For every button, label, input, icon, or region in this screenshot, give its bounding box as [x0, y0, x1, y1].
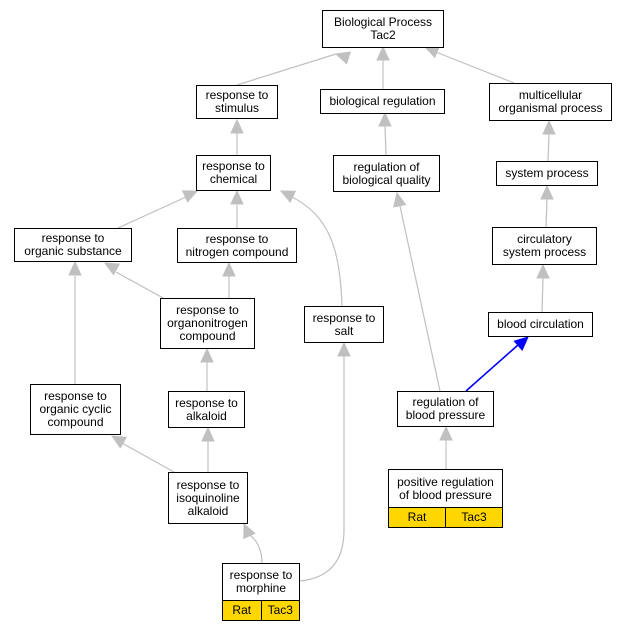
arrowhead-icon [378, 111, 392, 127]
node-label: response to alkaloid [175, 395, 238, 423]
arrowhead-icon [439, 425, 453, 441]
node-label: regulation of biological quality [342, 159, 431, 187]
node-label: regulation of blood pressure [405, 395, 486, 422]
node-positive-regulation-of-blood-pressure[interactable]: positive regulation of blood pressure Ra… [388, 469, 503, 528]
node-blood-circulation[interactable]: blood circulation [488, 312, 593, 337]
node-response-to-organonitrogen-compound[interactable]: response to organonitrogen compound [160, 298, 255, 349]
node-label: biological regulation [329, 94, 436, 108]
node-label: response to isoquinoline alkaloid [176, 477, 240, 518]
node-label: response to stimulus [205, 88, 269, 115]
node-biological-regulation[interactable]: biological regulation [320, 89, 445, 114]
arrowhead-icon [393, 191, 407, 208]
species-tag: Rat [223, 601, 261, 620]
node-regulation-of-blood-pressure[interactable]: regulation of blood pressure [397, 391, 494, 427]
node-label: response to morphine [229, 568, 293, 595]
edge-morphine-to-isoquinoline [249, 534, 263, 564]
node-biological-process-tac2[interactable]: Biological Process Tac2 [322, 10, 444, 48]
arrowhead-icon [279, 190, 297, 203]
gene-tag: Tac3 [260, 601, 299, 620]
edge-salt-to-chemical [289, 195, 343, 307]
node-label: blood circulation [497, 317, 584, 331]
arrowhead-icon [181, 190, 199, 203]
edge-multicellular-to-root [435, 51, 515, 84]
edge-organic-substance-to-chemical [117, 196, 187, 229]
node-label: positive regulation of blood pressure [397, 474, 494, 502]
arrowhead-icon [201, 426, 215, 442]
node-label: Biological Process Tac2 [333, 15, 433, 42]
arrowhead-icon [337, 341, 351, 357]
arrowhead-icon [243, 522, 256, 540]
species-gene-tags: Rat Tac3 [389, 507, 502, 527]
node-label: system process [505, 166, 589, 180]
arrowhead-icon [103, 262, 121, 276]
edge-morphine-to-salt [299, 356, 345, 582]
arrowhead-icon [376, 45, 390, 61]
edge-stimulus-to-root [236, 53, 337, 86]
arrowhead-icon [230, 118, 244, 134]
arrowhead-icon [222, 261, 236, 277]
edge-bp-regulation-to-bioquality [399, 205, 441, 392]
node-label: response to organonitrogen compound [167, 303, 248, 343]
node-label: response to chemical [202, 159, 265, 186]
arrowhead-icon [110, 435, 128, 449]
edge-bioquality-to-bioreg [384, 125, 387, 156]
node-response-to-nitrogen-compound[interactable]: response to nitrogen compound [177, 228, 297, 263]
node-response-to-chemical[interactable]: response to chemical [196, 155, 271, 191]
edge-isoquinoline-to-organic-cyclic [121, 442, 175, 473]
arrowhead-icon [230, 189, 244, 205]
arrowhead-icon [540, 184, 554, 200]
node-response-to-alkaloid[interactable]: response to alkaloid [168, 391, 245, 428]
species-tag: Rat [389, 508, 445, 527]
edge-blood-circulation-to-circulatory [541, 277, 544, 313]
node-label: response to salt [312, 310, 376, 338]
node-response-to-organic-cyclic-compound[interactable]: response to organic cyclic compound [30, 384, 121, 435]
edge-bp-regulation-to-blood-circulation [465, 344, 519, 392]
node-multicellular-organismal-process[interactable]: multicellular organismal process [489, 83, 612, 121]
arrowhead-icon [542, 119, 556, 135]
edge-system-to-multicellular [547, 133, 550, 162]
arrowhead-icon [68, 260, 82, 276]
node-response-to-isoquinoline-alkaloid[interactable]: response to isoquinoline alkaloid [168, 472, 248, 524]
node-label: response to organic cyclic compound [39, 389, 112, 429]
node-response-to-organic-substance[interactable]: response to organic substance [14, 228, 132, 262]
gene-tag: Tac3 [445, 508, 502, 527]
node-circulatory-system-process[interactable]: circulatory system process [492, 227, 597, 265]
node-response-to-morphine[interactable]: response to morphine Rat Tac3 [222, 563, 300, 621]
edge-circulatory-to-system [545, 198, 548, 228]
node-label: circulatory system process [502, 232, 587, 259]
arrowhead-icon [536, 263, 550, 279]
node-regulation-of-biological-quality[interactable]: regulation of biological quality [333, 155, 440, 192]
node-response-to-salt[interactable]: response to salt [304, 306, 384, 343]
node-label: response to nitrogen compound [185, 231, 289, 259]
arrowhead-icon [200, 347, 214, 363]
species-gene-tags: Rat Tac3 [223, 600, 299, 620]
arrowhead-icon [513, 336, 529, 352]
edge-organonitrogen-to-organic-substance [115, 271, 164, 299]
node-response-to-stimulus[interactable]: response to stimulus [196, 85, 278, 119]
node-system-process[interactable]: system process [496, 161, 598, 186]
node-label: response to organic substance [24, 231, 122, 258]
arrowhead-icon [334, 51, 351, 65]
node-label: multicellular organismal process [498, 88, 603, 115]
